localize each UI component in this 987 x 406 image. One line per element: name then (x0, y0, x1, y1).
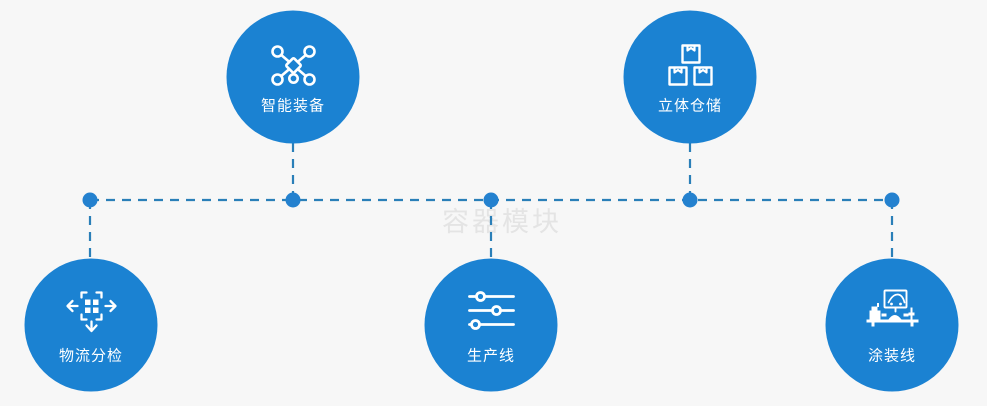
bubble-label: 涂装线 (867, 347, 916, 365)
bubble-logistics-sorting[interactable]: 物流分检 (24, 258, 158, 392)
watermark-text: 容器模块 (442, 207, 562, 237)
bubble-painting-line[interactable]: 涂装线 (825, 258, 959, 392)
node-left-end[interactable] (82, 192, 98, 208)
node-stereo-warehouse[interactable] (682, 192, 698, 208)
network-nodes-icon (267, 41, 319, 89)
sliders-icon (465, 287, 517, 335)
node-right-end[interactable] (884, 192, 900, 208)
bubble-label: 智能装备 (260, 97, 325, 114)
bubble-stereo-warehouse[interactable]: 立体仓储 (623, 10, 757, 144)
bubble-label: 生产线 (466, 347, 515, 365)
paint-booth-icon (866, 287, 918, 335)
stacked-boxes-icon (664, 41, 716, 89)
node-production-line[interactable] (483, 192, 499, 208)
sorting-arrows-icon (65, 287, 117, 335)
bubble-production-line[interactable]: 生产线 (424, 258, 558, 392)
bubble-label: 物流分检 (58, 347, 123, 365)
bubble-label: 立体仓储 (657, 97, 722, 114)
bubble-smart-equipment[interactable]: 智能装备 (226, 10, 360, 144)
node-smart-equipment[interactable] (285, 192, 301, 208)
